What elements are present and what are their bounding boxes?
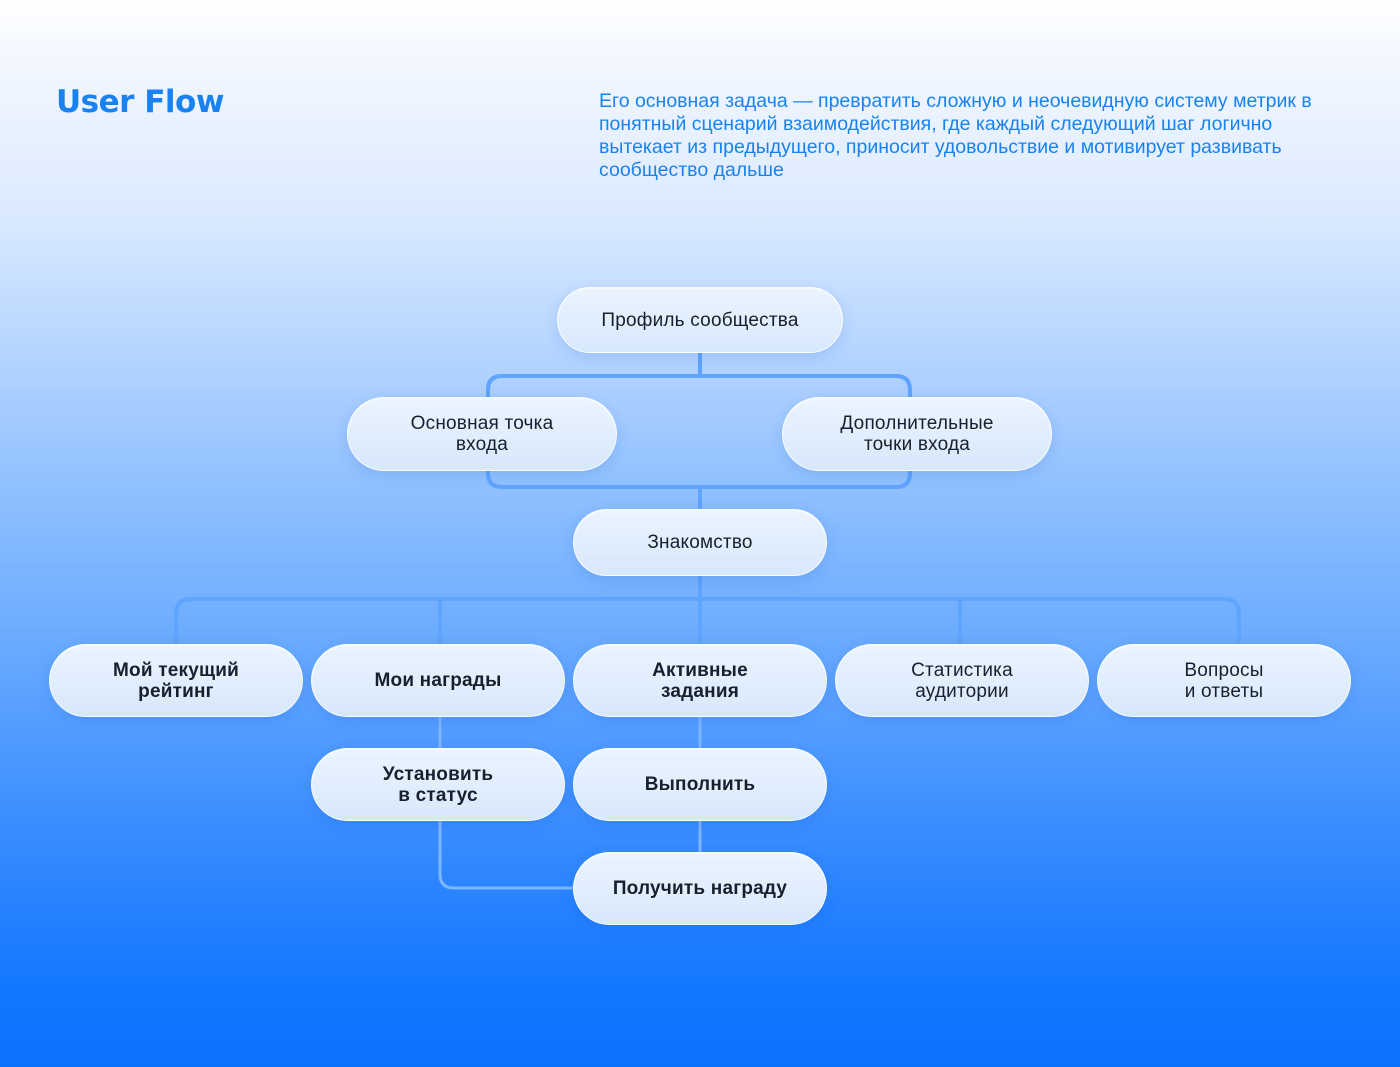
page-description: Его основная задача — превратить сложную… [599,90,1312,181]
node-label: Дополнительные точки входа [840,413,994,455]
node-label: Активные задания [652,659,748,702]
connector-status-to-get-award [438,818,578,890]
node-complete[interactable]: Выполнить [573,748,827,821]
node-additional-entry-points[interactable]: Дополнительные точки входа [782,397,1052,471]
node-my-rating[interactable]: Мой текущий рейтинг [49,644,303,717]
node-label: Знакомство [647,532,753,553]
connector-branch-bar [174,597,1241,647]
connector-entry-loop [486,374,912,489]
node-label: Вопросы и ответы [1184,659,1264,702]
node-label: Получить награду [612,878,788,899]
node-label: Основная точка входа [410,413,554,455]
node-main-entry-point[interactable]: Основная точка входа [347,397,617,471]
node-label: Профиль сообщества [601,309,799,331]
node-set-status[interactable]: Установить в статус [311,748,565,821]
node-label: Мой текущий рейтинг [113,659,239,702]
node-label: Мои награды [374,670,502,691]
page-title: User Flow [56,84,224,120]
node-label: Статистика аудитории [911,659,1013,702]
node-label: Выполнить [644,774,756,795]
node-questions-and-answers[interactable]: Вопросы и ответы [1097,644,1351,717]
node-label: Установить в статус [382,763,494,806]
node-community-profile[interactable]: Профиль сообщества [557,287,843,353]
node-my-awards[interactable]: Мои награды [311,644,565,717]
node-get-award[interactable]: Получить награду [573,852,827,925]
node-audience-statistics[interactable]: Статистика аудитории [835,644,1089,717]
node-acquaintance[interactable]: Знакомство [573,509,827,576]
node-active-tasks[interactable]: Активные задания [573,644,827,717]
